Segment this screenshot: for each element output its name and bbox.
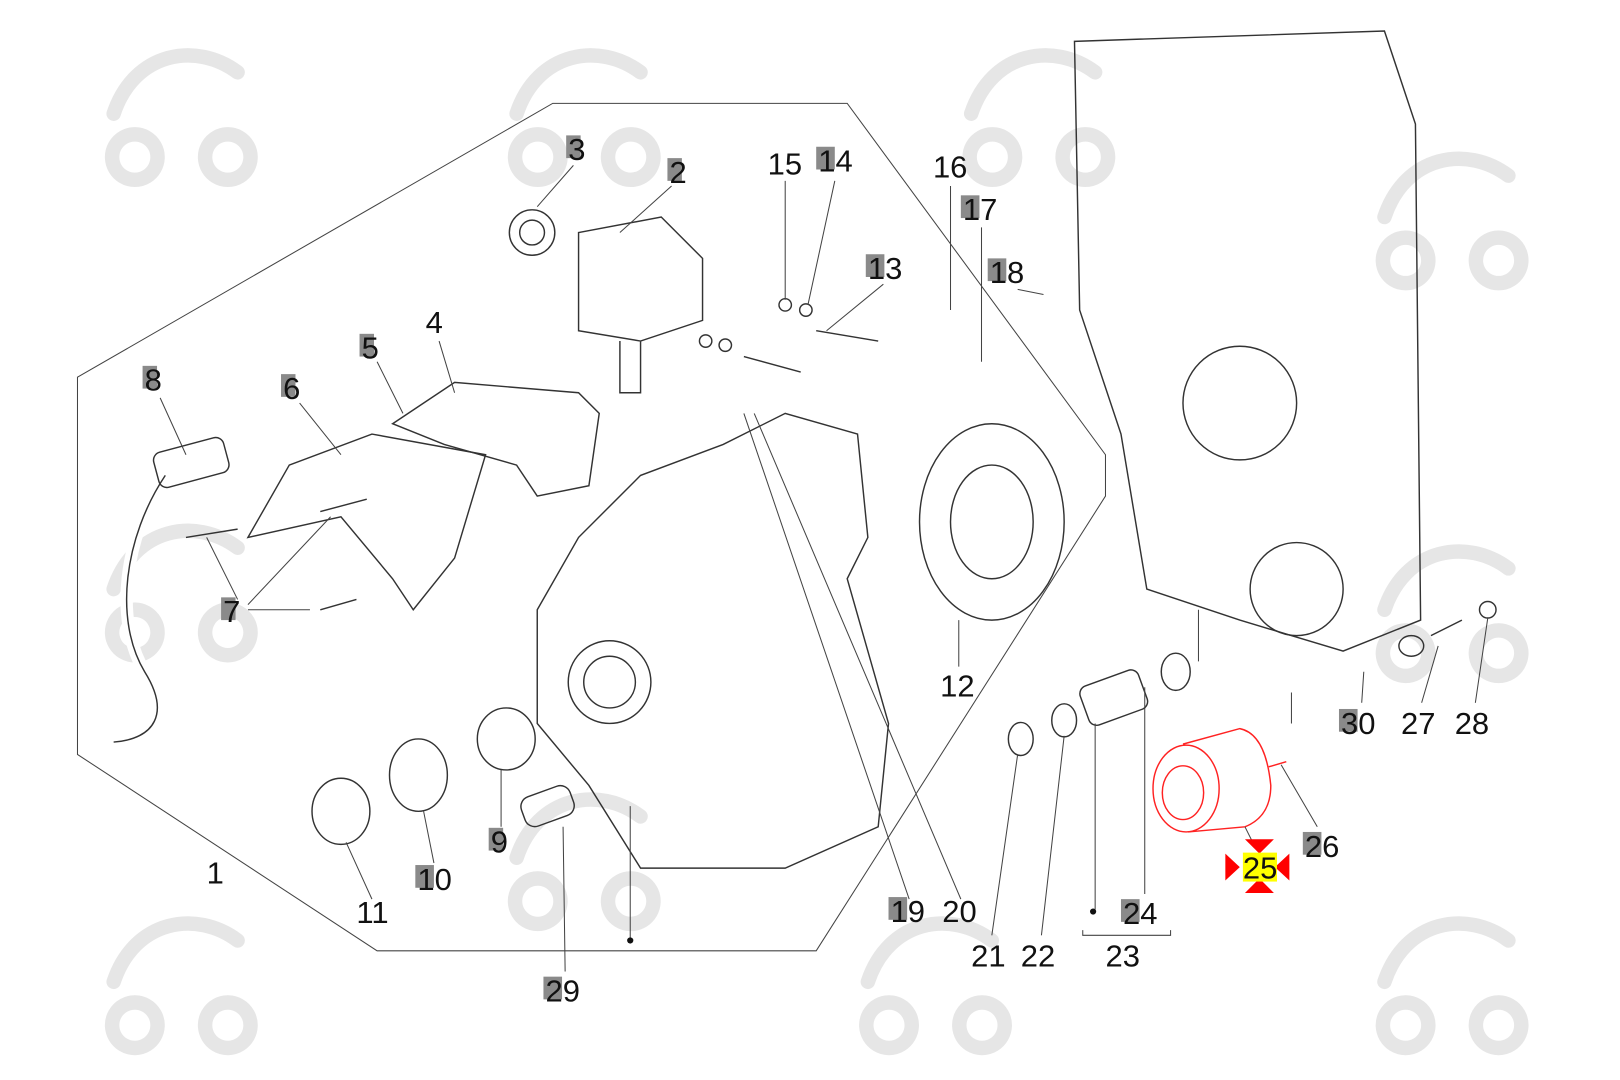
callout-shade xyxy=(888,897,908,920)
watermark-logo xyxy=(507,48,661,188)
part-washer-14 xyxy=(798,303,813,317)
watermark-logo xyxy=(1375,544,1529,684)
part-seal-9 xyxy=(476,707,536,771)
callout-30[interactable]: 30 xyxy=(1341,706,1375,741)
callout-29[interactable]: 29 xyxy=(546,973,580,1008)
bracket-23 xyxy=(1082,930,1172,936)
callout-shade xyxy=(960,195,980,219)
part-pulley-10 xyxy=(388,738,449,813)
callout-15[interactable]: 15 xyxy=(768,147,802,182)
part-crankcase-bore xyxy=(1182,345,1298,461)
part-pump-2 xyxy=(577,216,704,394)
callout-1[interactable]: 1 xyxy=(207,856,224,891)
part-washer-15 xyxy=(778,297,793,312)
callout-27[interactable]: 27 xyxy=(1401,706,1435,741)
assembly-outline xyxy=(76,102,1107,952)
callout-shade xyxy=(667,158,682,181)
callout-shade xyxy=(281,374,296,397)
callout-17[interactable]: 17 xyxy=(963,192,997,227)
callout-10[interactable]: 10 xyxy=(417,862,451,897)
callout-5[interactable]: 5 xyxy=(362,331,379,366)
callout-18[interactable]: 18 xyxy=(990,255,1024,290)
callout-14[interactable]: 14 xyxy=(818,144,852,179)
callout-shade xyxy=(488,827,504,851)
part-30 xyxy=(1398,634,1425,657)
part-oring-22 xyxy=(1051,703,1078,738)
callout-shade xyxy=(1338,708,1358,732)
assembly-dot xyxy=(1089,908,1097,915)
callout-6[interactable]: 6 xyxy=(283,371,300,406)
part-strainer-24 xyxy=(1079,669,1149,727)
part-oring xyxy=(1160,652,1191,692)
part-cover-bore-inner xyxy=(583,655,637,709)
callout-shade xyxy=(566,135,581,159)
assembly-dot xyxy=(627,937,634,944)
part-bearing-3 xyxy=(508,209,556,256)
callout-shade xyxy=(221,597,236,621)
callout-12[interactable]: 12 xyxy=(940,669,974,704)
callout-28[interactable]: 28 xyxy=(1455,706,1489,741)
part-crankcase xyxy=(1073,30,1422,652)
callout-9[interactable]: 9 xyxy=(491,825,508,860)
callout-26[interactable]: 26 xyxy=(1305,829,1339,864)
part-plug-21 xyxy=(1007,721,1034,757)
callout-13[interactable]: 13 xyxy=(868,251,902,286)
highlight-label-bg xyxy=(1242,852,1277,882)
leader-lines xyxy=(159,165,1489,972)
callout-8[interactable]: 8 xyxy=(145,363,162,398)
watermark-logo xyxy=(104,916,258,1056)
part-screws-7 xyxy=(185,498,367,611)
part-cover-bore xyxy=(567,640,652,725)
callout-2[interactable]: 2 xyxy=(669,155,686,190)
watermark-logo xyxy=(1375,151,1529,291)
callout-shade xyxy=(1302,831,1322,855)
callout-24[interactable]: 24 xyxy=(1123,896,1157,931)
callout-21[interactable]: 21 xyxy=(971,938,1005,973)
part-28 xyxy=(1478,600,1497,619)
callout-11[interactable]: 11 xyxy=(356,895,388,930)
callout-25[interactable]: 25 xyxy=(1243,850,1277,885)
watermark-logo xyxy=(1375,916,1529,1056)
part-cover-5 xyxy=(391,381,601,497)
highlight-marker-25 xyxy=(1225,839,1290,893)
part-29 xyxy=(520,784,575,828)
callout-20[interactable]: 20 xyxy=(942,894,976,929)
part-washer xyxy=(718,338,733,353)
part-washer xyxy=(698,334,713,348)
callout-shade xyxy=(359,333,375,357)
part-engine-cover xyxy=(536,412,890,869)
part-fan-hub xyxy=(949,464,1034,580)
watermark-logo xyxy=(507,792,661,932)
callout-16[interactable]: 16 xyxy=(933,150,967,185)
callout-3[interactable]: 3 xyxy=(568,132,585,167)
part-impeller-11 xyxy=(311,777,371,846)
part-bearing-3-inner xyxy=(518,219,546,246)
callout-4[interactable]: 4 xyxy=(426,305,443,340)
callout-shade xyxy=(987,258,1007,282)
part-crankcase-bore-2 xyxy=(1249,541,1344,637)
callout-shade xyxy=(1120,899,1140,922)
part-screws-13 xyxy=(743,330,879,373)
part-oil-filter-25 xyxy=(1152,727,1287,833)
callout-shade xyxy=(543,976,563,1000)
callout-shade xyxy=(142,365,158,389)
callout-shade xyxy=(865,254,885,277)
callout-22[interactable]: 22 xyxy=(1021,938,1055,973)
part-27 xyxy=(1430,619,1463,637)
part-hose-clamp xyxy=(152,436,230,489)
callout-19[interactable]: 19 xyxy=(891,894,925,929)
callout-shade xyxy=(816,146,835,170)
watermarks xyxy=(104,48,1529,1056)
watermark-logo xyxy=(859,916,1012,1056)
watermark-logo xyxy=(962,48,1116,188)
callout-7[interactable]: 7 xyxy=(223,594,240,629)
watermark-logo xyxy=(104,48,258,188)
callout-23[interactable]: 23 xyxy=(1105,938,1139,973)
callout-shade xyxy=(415,865,434,888)
part-cover-6 xyxy=(246,433,487,611)
part-hose-outline xyxy=(113,475,166,743)
part-fan-12 xyxy=(918,423,1065,621)
